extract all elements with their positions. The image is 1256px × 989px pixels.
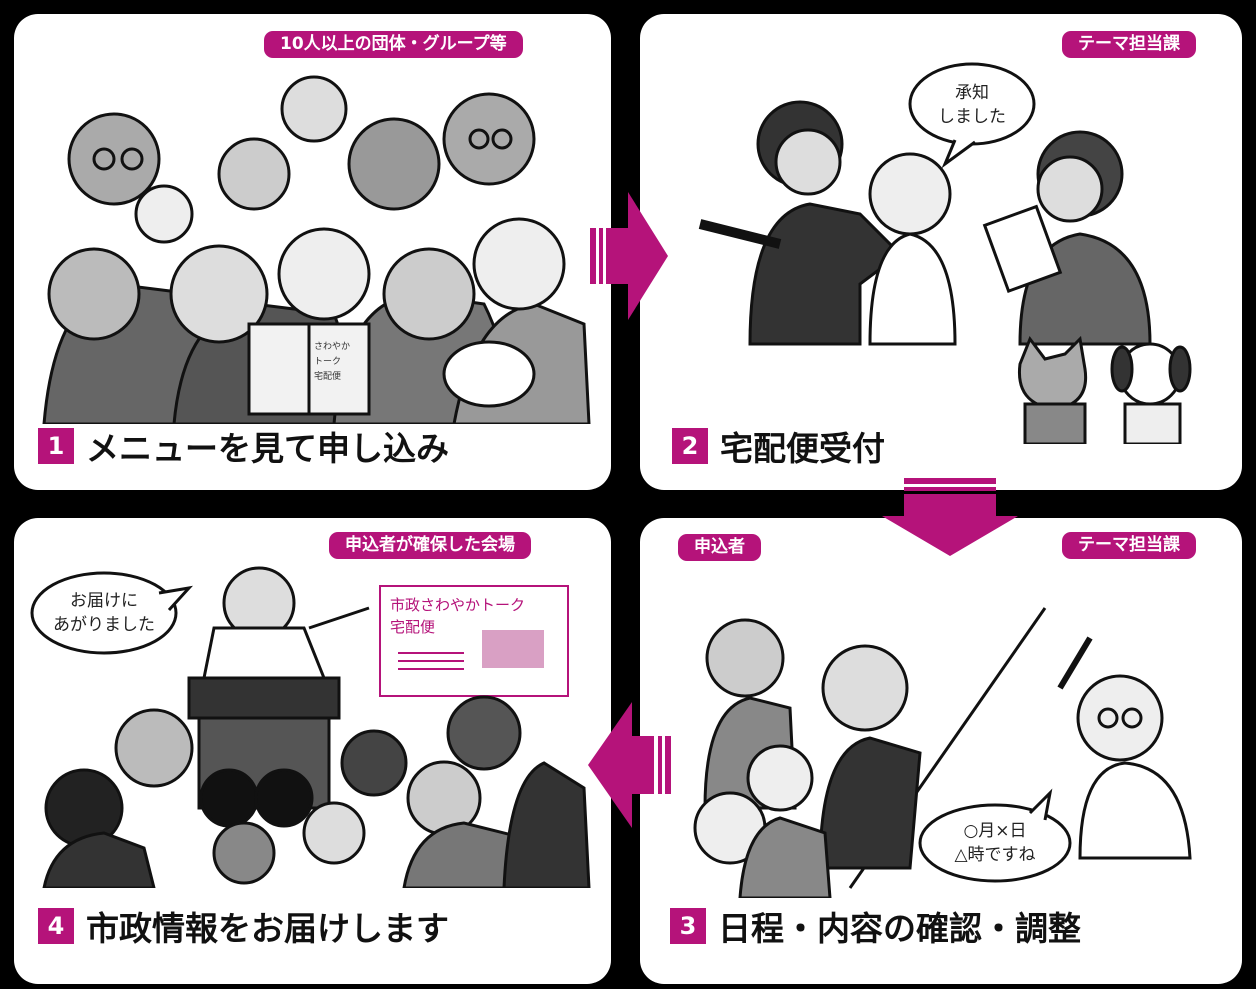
step-2-panel: テーマ担当課: [640, 14, 1242, 490]
step-4-caption: 市政情報をお届けします: [86, 909, 449, 948]
delivery-reception-illustration: 承知 しました: [698, 62, 1192, 444]
step-4-panel: 申込者が確保した会場: [14, 518, 611, 984]
step-2-tag: テーマ担当課: [1062, 31, 1196, 58]
step-4-tag: 申込者が確保した会場: [329, 532, 531, 559]
step-3-applicant-tag: 申込者: [678, 534, 761, 561]
speech-line-2: しました: [938, 107, 1006, 127]
step-1-caption: メニューを見て申し込み: [86, 429, 449, 468]
step-3-caption: 日程・内容の確認・調整: [718, 909, 1081, 948]
step-3-title: 3 日程・内容の確認・調整: [670, 902, 1081, 950]
book-text-line-3: 宅配便: [314, 370, 341, 382]
step-3-number: 3: [670, 908, 706, 944]
step-4-title: 4 市政情報をお届けします: [38, 902, 449, 950]
step-4-number: 4: [38, 908, 74, 944]
step-2-title: 2 宅配便受付: [672, 422, 885, 470]
step-3-department-tag: テーマ担当課: [1062, 532, 1196, 559]
step-1-number: 1: [38, 428, 74, 464]
speech-line-1: 承知: [955, 83, 989, 103]
step-2-caption: 宅配便受付: [720, 429, 885, 468]
step-1-panel: 10人以上の団体・グループ等: [14, 14, 611, 490]
step-1-title: 1 メニューを見て申し込み: [38, 422, 449, 470]
speech-line-2: △時ですね: [954, 845, 1035, 865]
arrow-left: [588, 702, 671, 828]
arrow-right: [590, 192, 668, 320]
speech-line-2: あがりました: [53, 615, 155, 635]
group-reading-menu-illustration: さわやか トーク 宅配便: [42, 75, 591, 424]
book-text-line-1: さわやか: [314, 341, 350, 352]
book-text-line-2: トーク: [314, 356, 341, 367]
phone-call-illustration: ○月×日 △時ですね: [693, 607, 1192, 898]
lecture-illustration: お届けに あがりました 市政さわやかトーク 宅配便: [30, 566, 591, 888]
step-2-number: 2: [672, 428, 708, 464]
speech-line-1: ○月×日: [963, 821, 1026, 841]
arrow-down: [882, 478, 1018, 556]
board-title: 市政さわやかトーク: [390, 596, 525, 614]
step-3-panel: 申込者 テーマ担当課 ○月×日 △時ですね 3: [640, 518, 1242, 984]
board-subtitle: 宅配便: [390, 618, 435, 636]
step-1-tag: 10人以上の団体・グループ等: [264, 31, 523, 58]
speech-line-1: お届けに: [70, 591, 138, 611]
